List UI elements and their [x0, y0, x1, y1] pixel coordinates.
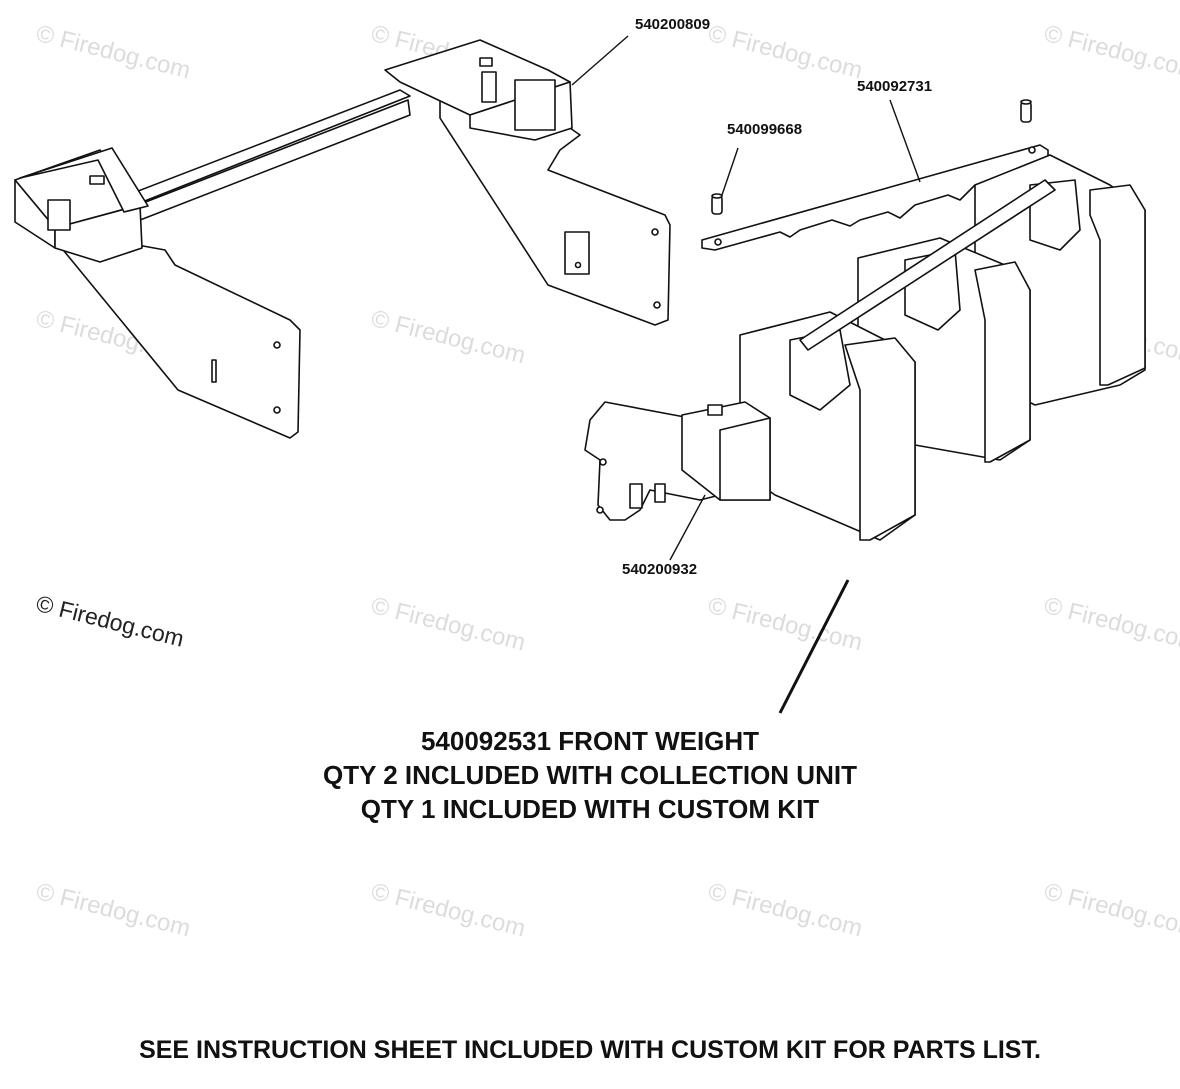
leader-lines — [571, 35, 921, 561]
caption-title: 540092531 FRONT WEIGHT — [420, 726, 760, 756]
footer-note: SEE INSTRUCTION SHEET INCLUDED WITH CUST… — [139, 1036, 1041, 1064]
caption-qty-collection: QTY 2 INCLUDED WITH COLLECTION UNIT — [323, 760, 857, 790]
pin-part — [711, 99, 1032, 215]
part-label-weight-bar: 540092731 — [857, 78, 933, 95]
weight-pointer — [778, 579, 850, 714]
mount-frame-part — [14, 39, 671, 439]
caption-qty-kit: QTY 1 INCLUDED WITH CUSTOM KIT — [360, 794, 820, 824]
part-label-pin: 540099668 — [727, 121, 803, 138]
part-label-bracket: 540200932 — [622, 561, 698, 578]
part-label-mount-frame: 540200809 — [635, 16, 711, 33]
front-weight-part — [739, 154, 1146, 541]
bracket-part — [584, 401, 771, 521]
